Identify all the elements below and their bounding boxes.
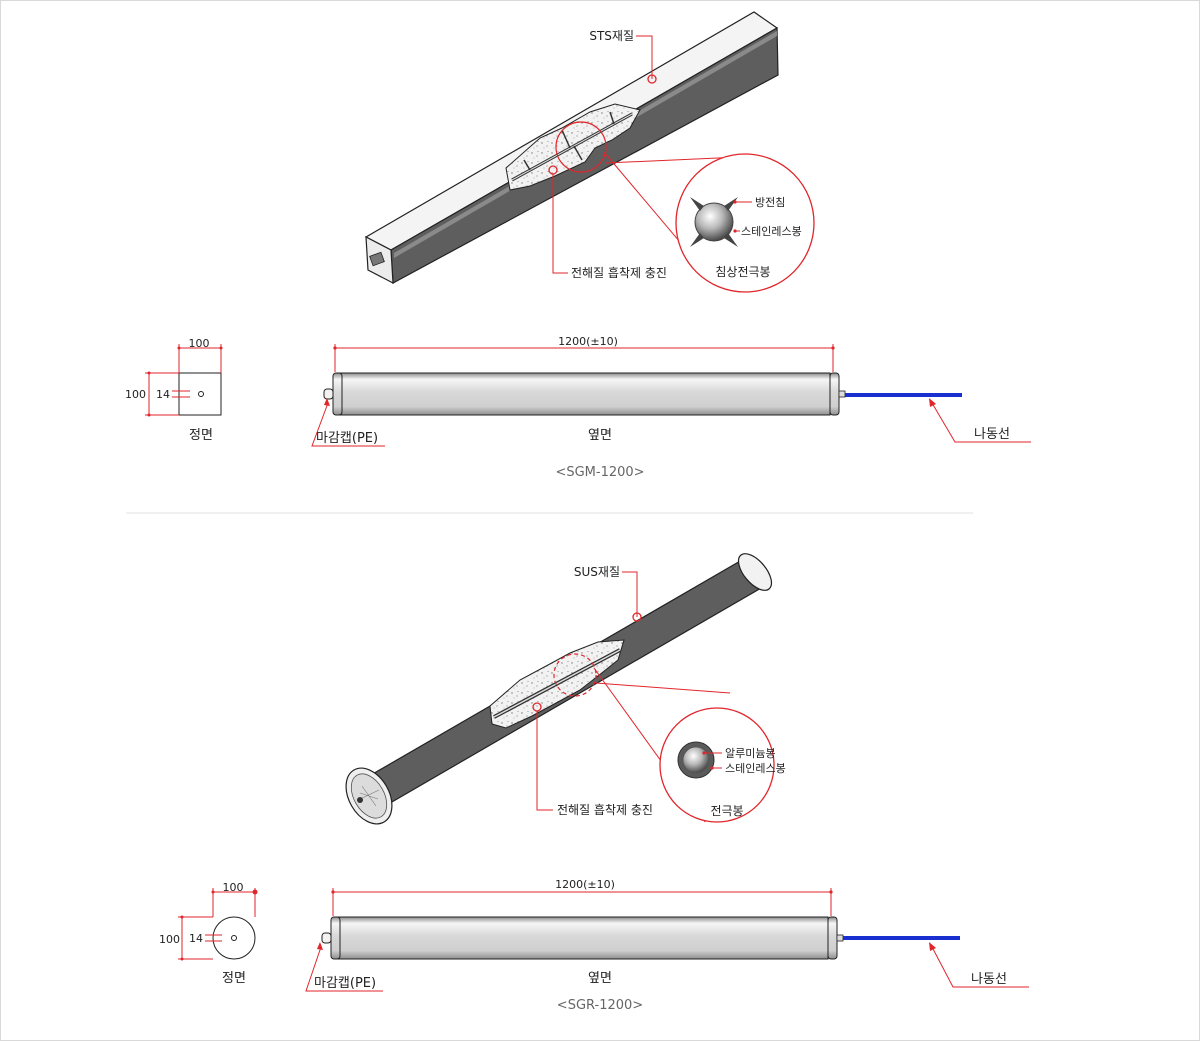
sgr-model-caption: <SGR-1200> bbox=[557, 998, 643, 1013]
sgm-wire-label: 나동선 bbox=[974, 427, 1010, 442]
sgm-detail-label-1: 방전침 bbox=[755, 196, 785, 209]
sgm-cap-label: 마감캡(PE) bbox=[316, 431, 378, 446]
sgm-front-caption: 정면 bbox=[189, 428, 213, 443]
sgm-detail-label-2: 스테인레스봉 bbox=[741, 225, 802, 238]
sgr-side-view: 1200(±10) 나동선 마감캡(PE) 옆면 <SGR-1200> bbox=[305, 878, 1029, 1013]
sgr-fill-callout: 전해질 흡착제 충진 bbox=[532, 702, 653, 817]
sgm-model-caption: <SGM-1200> bbox=[555, 465, 644, 480]
sgm-fill-label: 전해질 흡착제 충진 bbox=[571, 266, 667, 280]
sgr-detail-label-1: 알루미늄봉 bbox=[725, 746, 776, 760]
sgm-isometric-bar bbox=[364, 11, 779, 285]
sgm-front-view: 100 100 14 정면 bbox=[125, 337, 223, 443]
sgr-fill-label: 전해질 흡착제 충진 bbox=[557, 803, 653, 817]
sgm-front-hole: 14 bbox=[156, 388, 170, 401]
sgm-detail-caption: 침상전극봉 bbox=[715, 265, 770, 279]
sgm-side-caption: 옆면 bbox=[588, 428, 612, 443]
sgr-front-width: 100 bbox=[223, 881, 244, 894]
sgm-fill-callout: 전해질 흡착제 충진 bbox=[548, 165, 667, 280]
sgr-side-caption: 옆면 bbox=[588, 971, 612, 986]
sgr-cap-label: 마감캡(PE) bbox=[314, 976, 376, 991]
sgr-length: 1200(±10) bbox=[555, 878, 615, 891]
sgm-material-callout: STS재질 bbox=[589, 29, 657, 84]
sgr-front-caption: 정면 bbox=[222, 971, 246, 986]
sgr-front-height: 100 bbox=[159, 933, 180, 946]
sgr-wire-label: 나동선 bbox=[971, 972, 1007, 987]
sgr-detail-callout: 알루미늄봉 스테인레스봉 전극봉 bbox=[553, 653, 786, 823]
sgr-detail-caption: 전극봉 bbox=[710, 804, 743, 818]
sgr-detail-label-2: 스테인레스봉 bbox=[725, 762, 786, 775]
sgm-front-height: 100 bbox=[125, 388, 146, 401]
sgr-front-view: 100 100 14 정면 bbox=[159, 881, 258, 986]
sgm-detail-callout: 방전침 스테인레스봉 침상전극봉 bbox=[555, 121, 815, 293]
sgr-front-hole: 14 bbox=[189, 932, 203, 945]
sgr-isometric-cylinder bbox=[345, 553, 773, 825]
sgm-material-label: STS재질 bbox=[589, 29, 634, 43]
sgm-front-width: 100 bbox=[189, 337, 210, 350]
sgm-length: 1200(±10) bbox=[558, 335, 618, 348]
sgm-side-view: 1200(±10) 나동선 마감캡(PE) 옆면 <SGM-1200> bbox=[311, 335, 1031, 480]
sgr-material-callout: SUS재질 bbox=[574, 565, 642, 622]
sgr-material-label: SUS재질 bbox=[574, 565, 620, 579]
